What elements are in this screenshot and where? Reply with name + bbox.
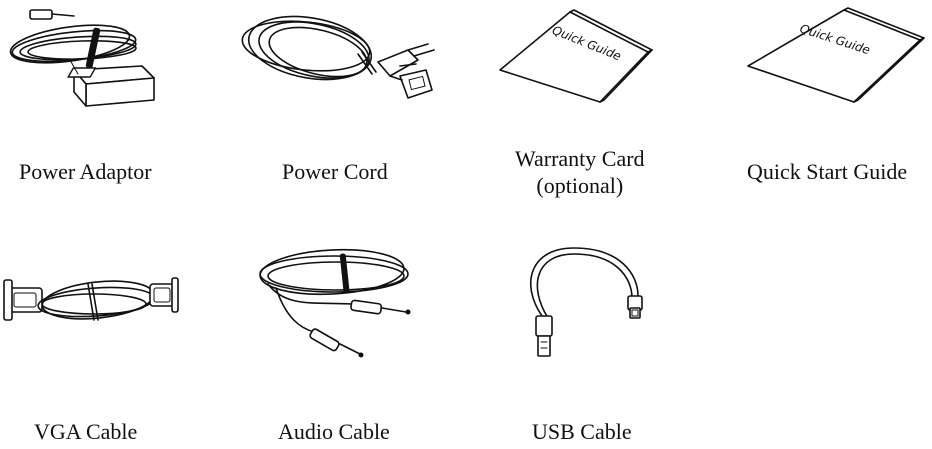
item-label: Warranty Card (optional): [515, 146, 645, 198]
item-label: Quick Start Guide: [747, 159, 908, 184]
item-label: VGA Cable: [34, 419, 138, 444]
usb-cable-icon: [520, 244, 650, 362]
booklet-icon: Quick Guide: [498, 6, 678, 106]
booklet-icon: Quick Guide: [746, 6, 926, 106]
audio-cable-icon: [256, 248, 426, 360]
item-label: Audio Cable: [278, 419, 390, 444]
power-cord-icon: [240, 6, 440, 106]
item-label: Power Cord: [282, 159, 388, 184]
item-label: Power Adaptor: [19, 159, 152, 184]
power-adaptor-icon: [4, 8, 174, 108]
vga-cable-icon: [3, 266, 184, 336]
item-label: USB Cable: [532, 419, 632, 444]
